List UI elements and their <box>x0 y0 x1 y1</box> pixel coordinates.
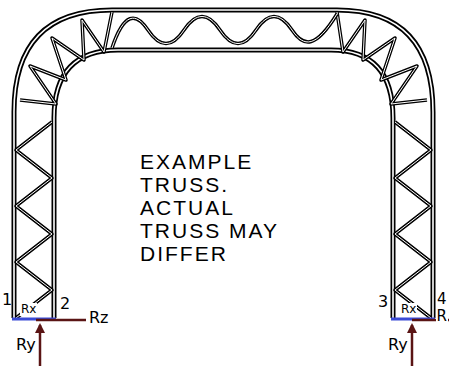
note-text: EXAMPLE TRUSS. ACTUAL TRUSS MAY DIFFER <box>140 150 282 265</box>
point-number: 1 <box>2 292 12 309</box>
reaction-label: Rx <box>400 303 417 316</box>
point-number: 3 <box>378 294 388 311</box>
reaction-label: R <box>436 309 448 325</box>
reaction-label: Rz <box>89 310 109 327</box>
reaction-label: Rx <box>20 303 37 316</box>
reaction-label: Ry <box>388 337 408 354</box>
point-number: 4 <box>437 292 447 308</box>
reaction-label: Ry <box>16 337 36 354</box>
point-number: 2 <box>60 296 70 313</box>
